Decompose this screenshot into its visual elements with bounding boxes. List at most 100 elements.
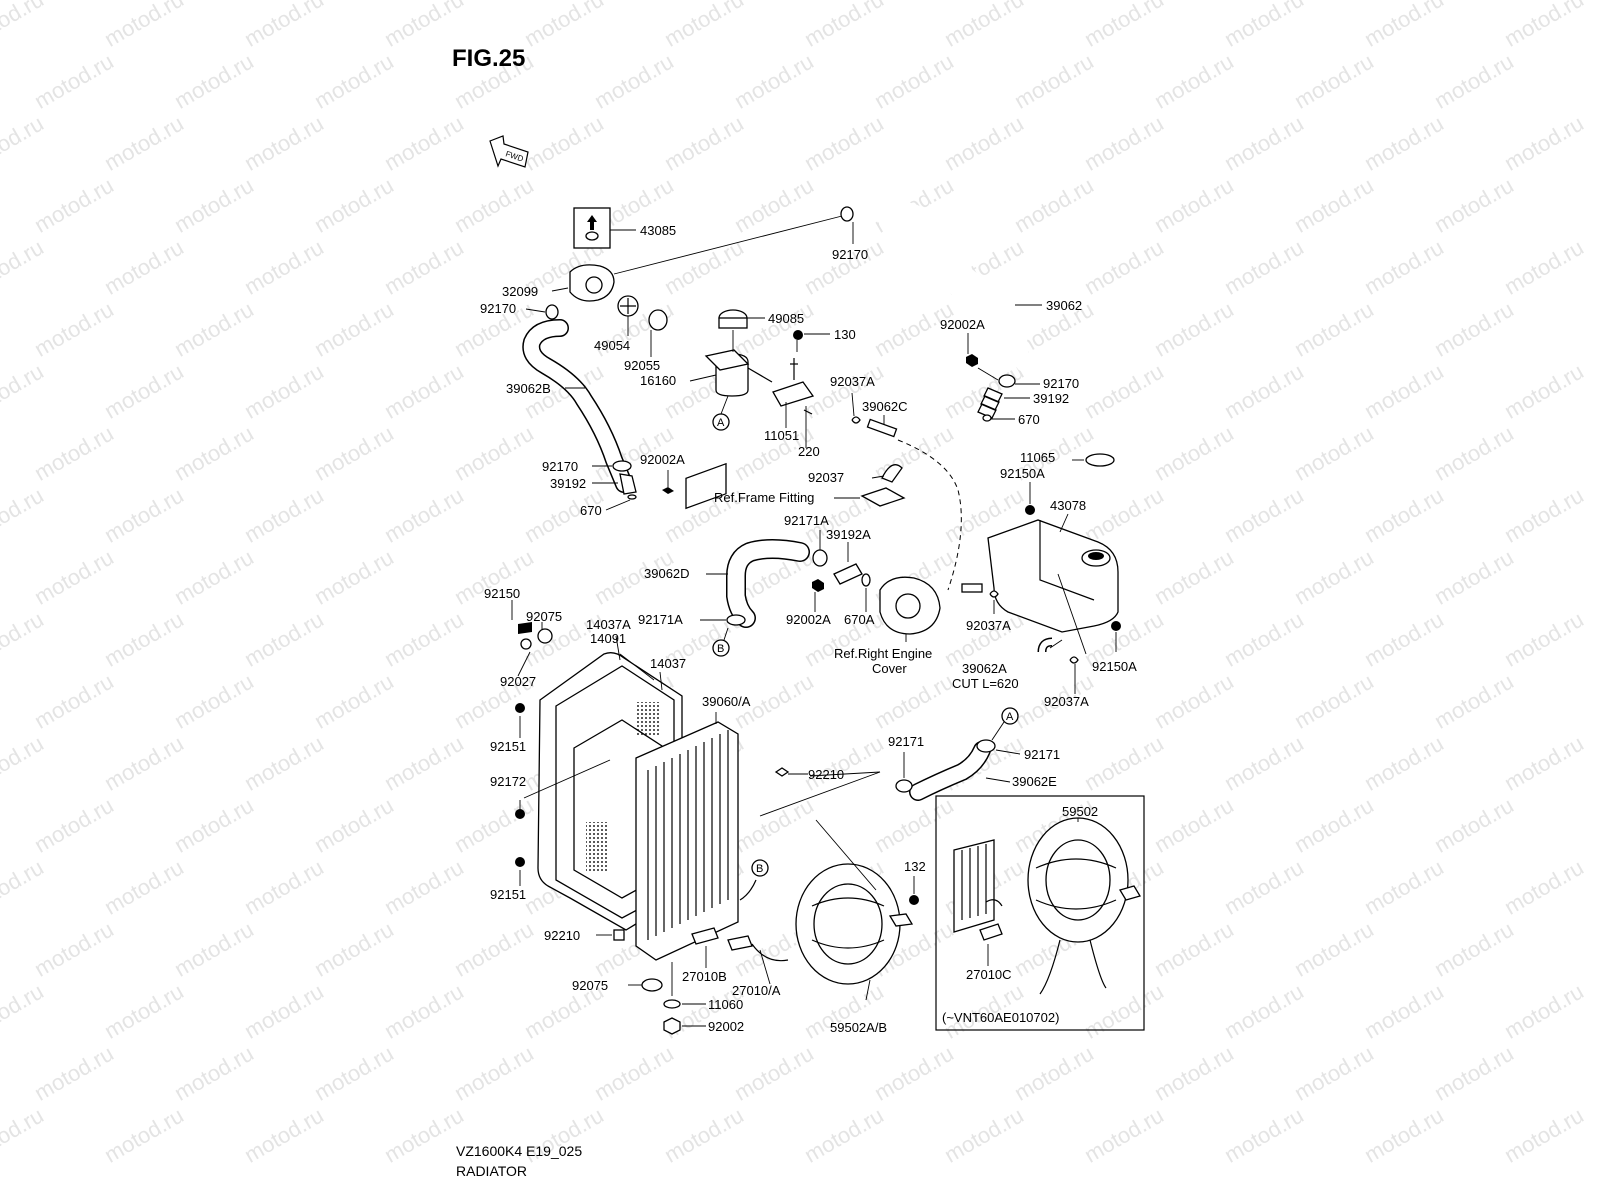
label-11051: 11051 — [764, 428, 799, 443]
label-92075-top: 92075 — [526, 609, 562, 624]
clip-39192-b — [619, 473, 637, 495]
label-670-right: 670 — [1018, 412, 1040, 427]
label-92037A-top: 92037A — [830, 374, 875, 389]
bracket-11051 — [772, 381, 815, 407]
label-ref-frame-fitting: Ref.Frame Fitting — [714, 490, 814, 505]
fwd-arrow-icon: FWD — [489, 135, 529, 168]
label-92002A-left: 92002A — [640, 452, 685, 467]
label-39062A: 39062A — [962, 661, 1007, 676]
label-16160: 16160 — [640, 373, 676, 388]
label-92027: 92027 — [500, 674, 536, 689]
svg-text:A: A — [717, 417, 725, 429]
hose-39062C — [866, 418, 898, 438]
label-92037A-mid: 92037A — [966, 618, 1011, 633]
label-92170-right: 92170 — [1043, 376, 1079, 391]
label-39192-right: 39192 — [1033, 391, 1069, 406]
label-92171A-bottom: 92171A — [638, 612, 683, 627]
thermo-switch-27010B — [691, 927, 719, 945]
svg-text:B: B — [756, 863, 763, 875]
svg-text:A: A — [1006, 711, 1014, 723]
section-name: RADIATOR — [456, 1163, 527, 1179]
label-92171A-top: 92171A — [784, 513, 829, 528]
tube-39192A — [833, 563, 863, 585]
label-11060: 11060 — [708, 997, 743, 1012]
radiator-assembly: B A — [511, 462, 1021, 1035]
thermo-switch-27010C — [979, 923, 1003, 941]
radiator-core-39060 — [635, 721, 739, 961]
label-49085: 49085 — [768, 311, 804, 326]
label-92002A-top: 92002A — [940, 317, 985, 332]
clip-92037 — [881, 464, 903, 483]
fan-switch-27010A — [727, 935, 753, 951]
label-132: 132 — [904, 859, 926, 874]
clamp-92170-top — [840, 206, 854, 222]
label-39062C: 39062C — [862, 399, 908, 414]
label-92171-left: 92171 — [888, 734, 924, 749]
label-92075-bottom: 92075 — [572, 978, 608, 993]
label-39062B: 39062B — [506, 381, 551, 396]
label-92210-right: 92210 — [808, 767, 844, 782]
clamp-92170-left — [545, 304, 559, 320]
label-ref-engine-cover-2: Cover — [872, 661, 907, 676]
part-number-labels: 43085 32099 92170 92170 39062 49085 130 … — [480, 223, 1137, 1035]
label-92170-top: 92170 — [832, 247, 868, 262]
label-92171-right: 92171 — [1024, 747, 1060, 762]
label-cut-length: CUT L=620 — [952, 676, 1019, 691]
label-92002A-mid: 92002A — [786, 612, 831, 627]
label-14091: 14091 — [590, 631, 626, 646]
reservoir-assembly — [961, 453, 1121, 694]
inset-note: (~VNT60AE010702) — [942, 1010, 1059, 1025]
label-92150: 92150 — [484, 586, 520, 601]
hose-39062-outline — [866, 205, 1024, 366]
frame-fitting — [860, 487, 906, 507]
label-ref-engine-cover-1: Ref.Right Engine — [834, 646, 932, 661]
label-670A: 670A — [844, 612, 875, 627]
inset-frame — [935, 795, 1145, 1031]
label-14037: 14037 — [650, 656, 686, 671]
label-92150A-bottom: 92150A — [1092, 659, 1137, 674]
label-92037: 92037 — [808, 470, 844, 485]
reservoir-cap-11065 — [1085, 453, 1115, 467]
label-39062E: 39062E — [1012, 774, 1057, 789]
label-43078: 43078 — [1050, 498, 1086, 513]
label-92151-bottom: 92151 — [490, 887, 526, 902]
label-92055: 92055 — [624, 358, 660, 373]
label-92002-drain: 92002 — [708, 1019, 744, 1034]
callout-b-1 — [712, 639, 730, 657]
label-92210-left: 92210 — [544, 928, 580, 943]
label-59502: 59502 — [1062, 804, 1098, 819]
label-32099: 32099 — [502, 284, 538, 299]
figure-title: FIG.25 — [452, 45, 525, 72]
label-39192-left: 39192 — [550, 476, 586, 491]
label-43085: 43085 — [640, 223, 676, 238]
label-670-left: 670 — [580, 503, 602, 518]
lower-hose-assembly: B — [700, 530, 941, 657]
label-92151-top: 92151 — [490, 739, 526, 754]
label-92170-lower: 92170 — [542, 459, 578, 474]
label-39062D: 39062D — [644, 566, 690, 581]
label-92150A-top: 92150A — [1000, 466, 1045, 481]
label-39192A: 39192A — [826, 527, 871, 542]
label-39062: 39062 — [1046, 298, 1082, 313]
label-27010C: 27010C — [966, 967, 1012, 982]
upper-hose-assembly: A — [522, 199, 1042, 591]
callout-a-2 — [1001, 707, 1019, 725]
label-14037A: 14037A — [586, 617, 631, 632]
reservoir-tank-43078 — [987, 519, 1119, 633]
inset-early-fan-variant — [935, 795, 1145, 1031]
label-220: 220 — [798, 444, 820, 459]
oring-92055 — [648, 309, 668, 331]
label-130: 130 — [834, 327, 856, 342]
label-49054: 49054 — [594, 338, 630, 353]
label-27010A: 27010/A — [732, 983, 781, 998]
label-39060A: 39060/A — [702, 694, 751, 709]
label-11065: 11065 — [1020, 450, 1055, 465]
callout-b-2 — [751, 859, 769, 877]
model-code: VZ1600K4 E19_025 — [456, 1143, 582, 1159]
svg-text:B: B — [717, 643, 724, 655]
label-92170-left: 92170 — [480, 301, 516, 316]
label-59502AB: 59502A/B — [830, 1020, 887, 1035]
label-92037A-bottom: 92037A — [1044, 694, 1089, 709]
